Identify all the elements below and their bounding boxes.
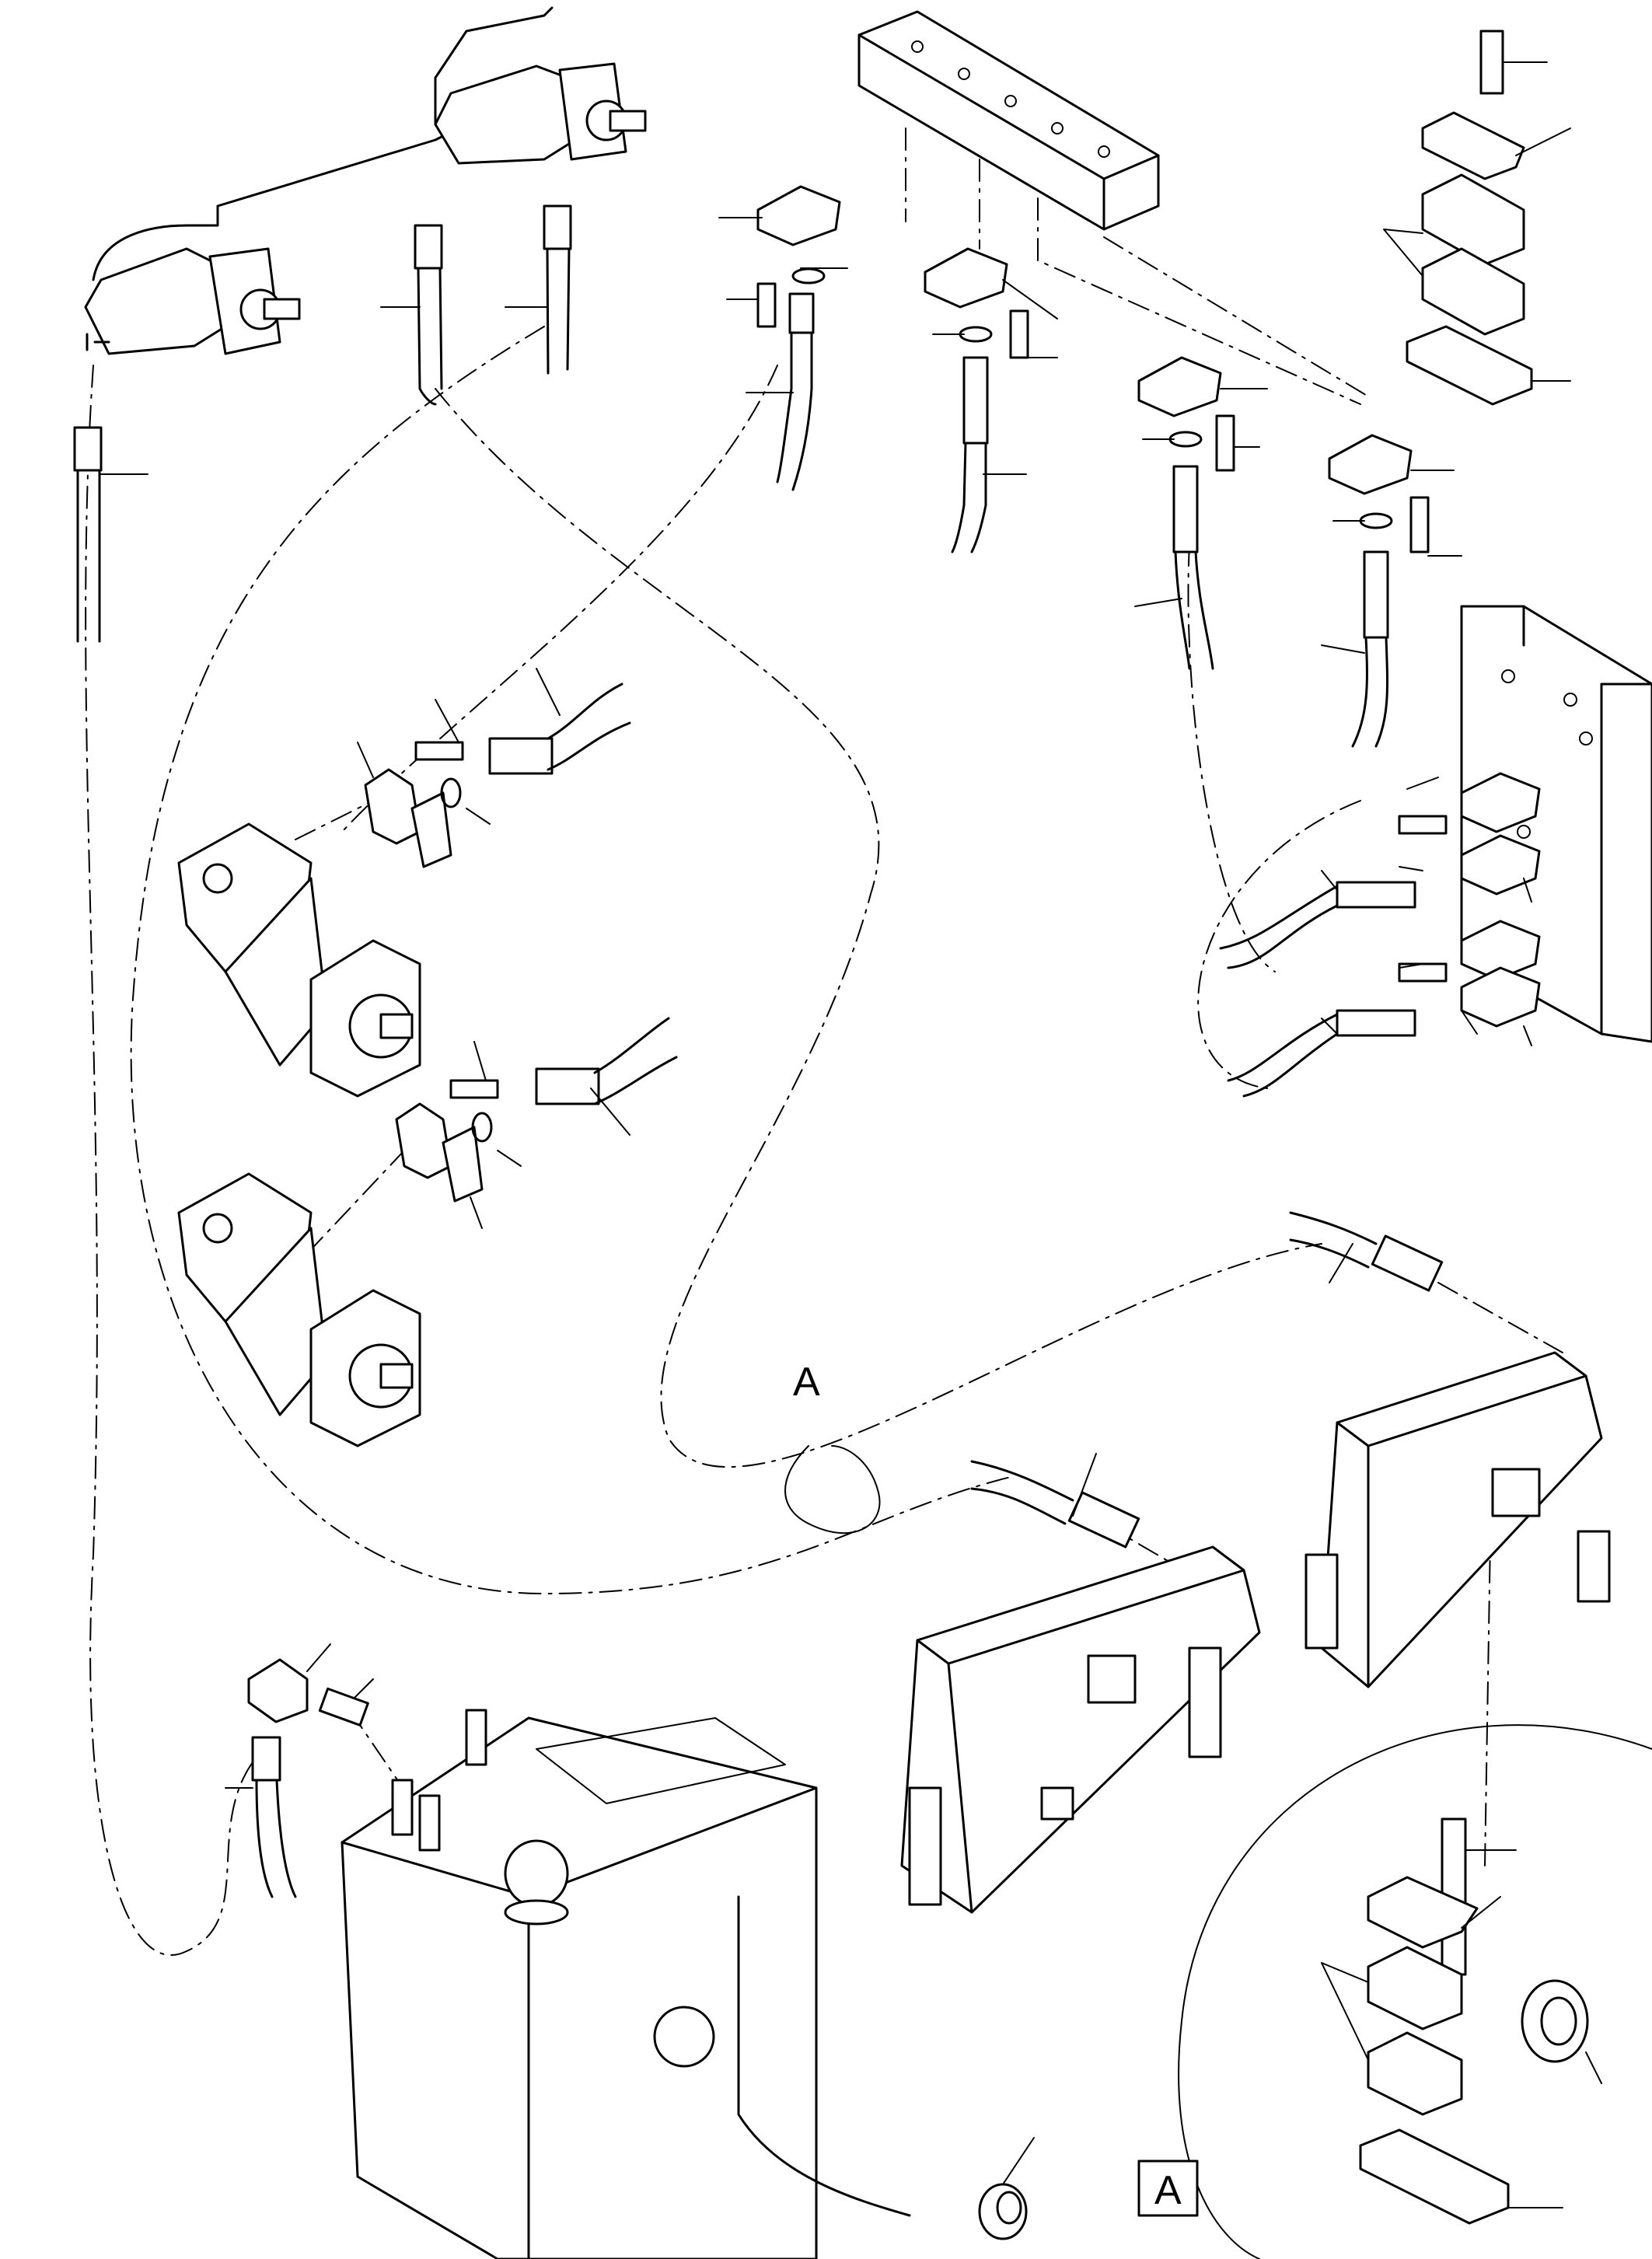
pump-assembly-left [84, 123, 468, 355]
hose-right-upper [1219, 772, 1541, 969]
flange-set-2 [924, 247, 1029, 553]
hose-top-left-3 [543, 204, 572, 375]
hydraulic-motor-upper [177, 822, 421, 1098]
manifold-block [857, 10, 1160, 231]
valve-block-right [1304, 1351, 1611, 1688]
clamp-stack-top-right [1406, 30, 1533, 406]
flange-set-4 [1328, 434, 1430, 748]
motor-hose-lower [395, 1017, 678, 1203]
hose-to-valve-left [970, 1460, 1140, 1548]
detail-A-view: A [1137, 1724, 1652, 2259]
hydraulic-tank [341, 1709, 911, 2259]
hose-top-left-2 [414, 224, 443, 406]
hose-right-lower [1227, 920, 1541, 1098]
detail-A-box [1137, 2159, 1199, 2217]
flange-set-1 [756, 185, 841, 491]
detail-A-box-label: A [1154, 2168, 1182, 2213]
pump-assembly-right [434, 6, 647, 165]
hose-top-left-1 [73, 426, 103, 643]
callout-A-label: A [793, 1360, 820, 1405]
hose-to-valve-right [1289, 1211, 1444, 1292]
plug-fitting [978, 2183, 1028, 2240]
valve-block-left [900, 1545, 1261, 1914]
hydraulic-motor-lower [177, 1172, 421, 1447]
flange-set-3 [1137, 356, 1235, 670]
motor-hose-upper [364, 683, 631, 868]
elbow-fitting [247, 1658, 369, 1898]
callout-A: A [784, 1360, 881, 1535]
leader-lines [100, 61, 1602, 2208]
